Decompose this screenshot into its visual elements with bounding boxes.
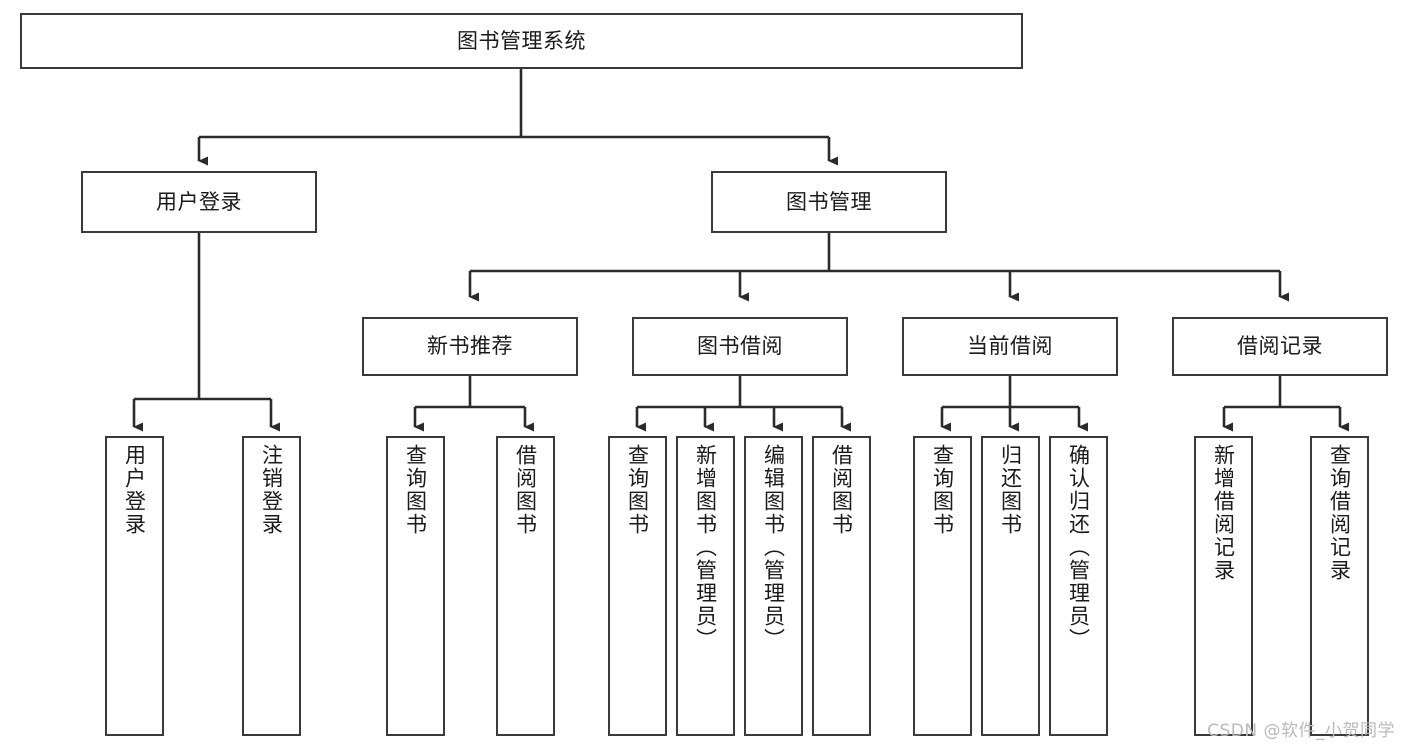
leaf-user-login-signin[interactable]: 用户登录	[105, 436, 164, 736]
node-label: 新增借阅记录	[1211, 444, 1236, 582]
leaf-user-login-signout[interactable]: 注销登录	[242, 436, 301, 736]
node-label: 归还图书	[998, 444, 1023, 536]
node-label: 借阅图书	[829, 444, 854, 536]
leaf-current-return-book[interactable]: 归还图书	[981, 436, 1040, 736]
node-label: 图书管理	[786, 189, 872, 214]
node-label: 查询借阅记录	[1327, 444, 1352, 582]
csdn-watermark: CSDN @软件_小贺同学	[1207, 721, 1395, 741]
node-label: 借阅图书	[513, 444, 538, 536]
node-user-login[interactable]: 用户登录	[81, 171, 317, 233]
leaf-record-query-record[interactable]: 查询借阅记录	[1310, 436, 1369, 736]
node-borrow-record[interactable]: 借阅记录	[1172, 317, 1388, 376]
leaf-current-query-book[interactable]: 查询图书	[913, 436, 972, 736]
node-label: 用户登录	[156, 189, 242, 214]
leaf-borrow-query-book[interactable]: 查询图书	[608, 436, 667, 736]
leaf-borrow-edit-book-admin[interactable]: 编辑图书（管理员）	[744, 436, 803, 736]
node-label: 查询图书	[625, 444, 650, 536]
node-book-management[interactable]: 图书管理	[711, 171, 947, 233]
node-label: 确认归还（管理员）	[1066, 444, 1091, 651]
node-label: 图书借阅	[697, 334, 783, 359]
node-label: 借阅记录	[1237, 334, 1323, 359]
node-root-system[interactable]: 图书管理系统	[20, 13, 1023, 69]
node-label: 用户登录	[122, 444, 147, 536]
leaf-recommend-borrow-book[interactable]: 借阅图书	[496, 436, 555, 736]
node-current-borrow[interactable]: 当前借阅	[902, 317, 1118, 376]
node-label: 编辑图书（管理员）	[761, 444, 786, 651]
node-label: 当前借阅	[967, 334, 1053, 359]
leaf-borrow-borrow-book[interactable]: 借阅图书	[812, 436, 871, 736]
leaf-recommend-query-book[interactable]: 查询图书	[386, 436, 445, 736]
node-label: 新书推荐	[427, 334, 513, 359]
node-label: 查询图书	[930, 444, 955, 536]
leaf-current-confirm-return-admin[interactable]: 确认归还（管理员）	[1049, 436, 1108, 736]
leaf-borrow-add-book-admin[interactable]: 新增图书（管理员）	[676, 436, 735, 736]
node-label: 图书管理系统	[457, 28, 586, 53]
leaf-record-add-record[interactable]: 新增借阅记录	[1194, 436, 1253, 736]
node-label: 新增图书（管理员）	[693, 444, 718, 651]
node-book-borrow[interactable]: 图书借阅	[632, 317, 848, 376]
node-label: 查询图书	[403, 444, 428, 536]
node-new-book-recommend[interactable]: 新书推荐	[362, 317, 578, 376]
node-label: 注销登录	[259, 444, 284, 536]
